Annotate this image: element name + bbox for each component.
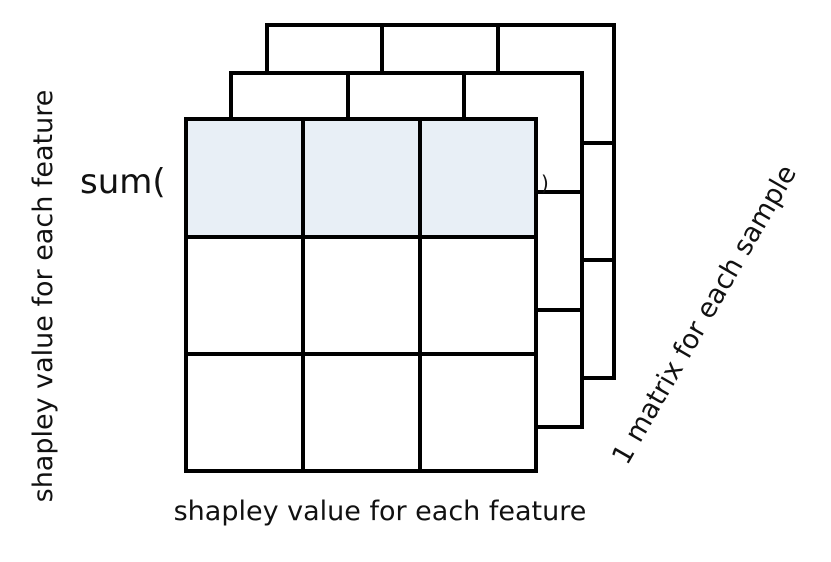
- matrix-middle: [229, 71, 584, 429]
- matrix-back: [265, 23, 616, 380]
- sum-close-paren: ): [541, 171, 549, 195]
- highlighted-first-row: [186, 119, 536, 237]
- matrix-back-outline: [265, 23, 616, 380]
- depth-axis-label: 1 matrix for each sample: [606, 160, 803, 470]
- matrix-front-outline: [184, 117, 538, 473]
- matrix-middle-outline: [229, 71, 584, 429]
- x-axis-label: shapley value for each feature: [174, 496, 587, 527]
- sum-open-label: sum(: [80, 162, 166, 202]
- y-axis-label: shapley value for each feature: [28, 90, 59, 503]
- matrix-front: [184, 117, 538, 473]
